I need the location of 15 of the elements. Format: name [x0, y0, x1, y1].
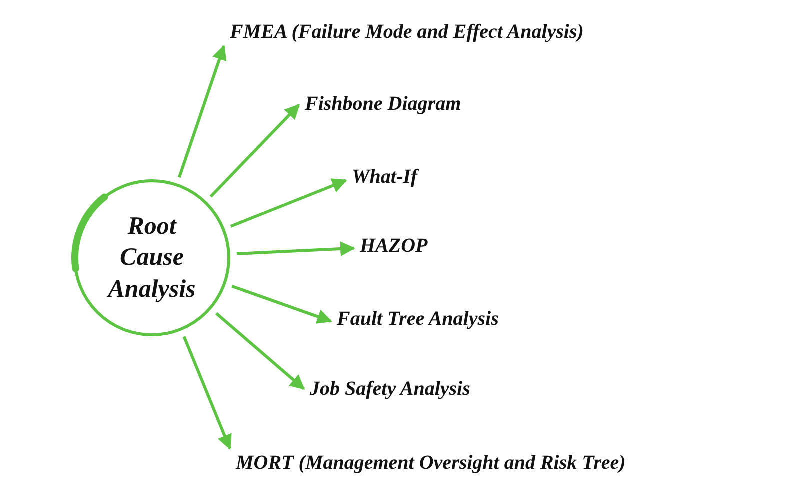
method-label: HAZOP	[360, 234, 428, 258]
node-title: Root Cause Analysis	[106, 212, 197, 305]
arrow	[182, 336, 232, 450]
arrow	[230, 178, 348, 228]
arrow	[210, 104, 300, 198]
method-label: Job Safety Analysis	[310, 377, 470, 401]
method-label: FMEA (Failure Mode and Effect Analysis)	[230, 20, 584, 44]
method-label: MORT (Management Oversight and Risk Tree)	[236, 451, 626, 475]
arrow	[215, 312, 306, 390]
method-label: Fault Tree Analysis	[337, 307, 499, 331]
method-label: Fishbone Diagram	[305, 92, 462, 116]
arrow	[236, 242, 356, 257]
method-label: What-If	[352, 165, 418, 189]
arrow	[178, 44, 227, 178]
arrow	[232, 284, 332, 324]
